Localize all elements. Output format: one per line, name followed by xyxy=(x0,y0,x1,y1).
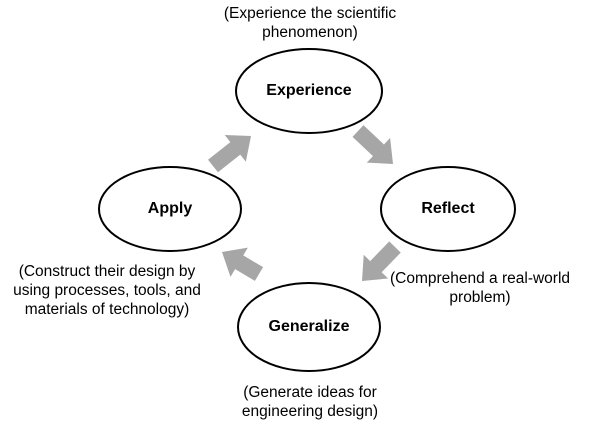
experience-ellipse xyxy=(235,48,383,134)
generalize-label: Generalize xyxy=(268,318,350,335)
generalize-ellipse xyxy=(237,282,381,372)
generalize-caption: (Generate ideas for engineering design) xyxy=(241,384,379,420)
reflect-label: Reflect xyxy=(421,200,475,217)
apply-label: Apply xyxy=(147,200,193,217)
reflect-caption: (Comprehend a real-world problem) xyxy=(389,270,571,306)
reflect-ellipse xyxy=(380,166,516,252)
apply-caption: (Construct their design by using process… xyxy=(13,263,201,318)
arrow-generalize-to-apply-icon xyxy=(222,247,264,281)
arrow-experience-to-reflect-icon xyxy=(352,125,393,164)
arrow-apply-to-experience-icon xyxy=(208,135,252,173)
experience-caption: (Experience the scientific phenomenon) xyxy=(223,5,397,41)
experience-label: Experience xyxy=(266,82,352,99)
apply-ellipse xyxy=(98,166,242,252)
arrow-reflect-to-generalize-icon xyxy=(362,241,401,282)
